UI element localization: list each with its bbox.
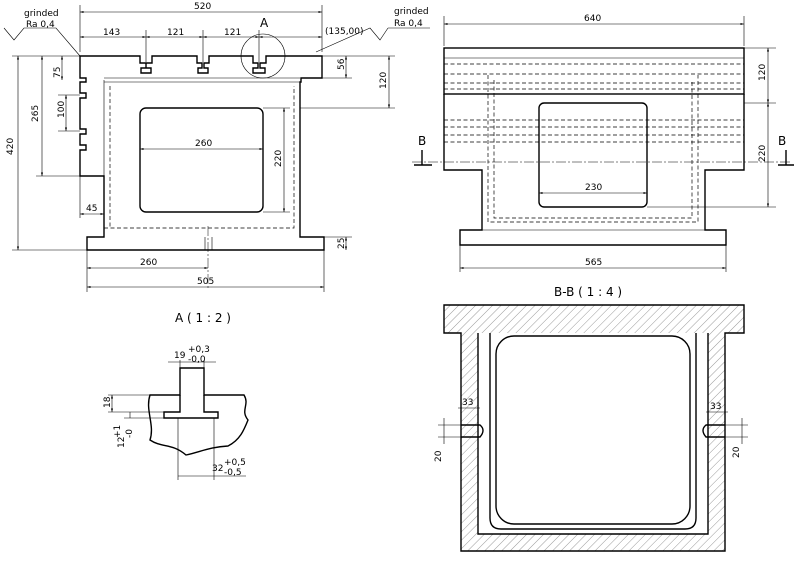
detail-a-neck: 12 [117,437,127,448]
section-bb: B-B ( 1 : 4 ) 33 33 20 20 [434,285,748,552]
detail-a-neck-lower: -0 [125,429,135,438]
dim-wall-45: 45 [86,204,97,214]
dim-side-width: 640 [584,14,601,24]
detail-a-neck-upper: +1 [113,425,123,438]
section-bb-right-depth: 33 [710,402,721,412]
detail-a-tslot [163,395,219,419]
dim-height-100: 100 [57,101,67,118]
detail-a-slot-width: 19 [174,351,186,361]
section-mark-right: B [778,134,786,148]
dim-base-half: 260 [140,258,157,268]
section-mark-left: B [418,134,426,148]
section-bb-window [495,335,691,525]
section-bb-left-height: 20 [434,450,444,462]
dim-height-120: 120 [379,72,389,89]
surface-note-right: grinded [394,7,429,17]
front-hidden-cavity [104,86,295,229]
dim-overall-width: 520 [194,2,211,12]
detail-a-slot-width-upper: +0,3 [188,345,210,355]
detail-a-section [147,367,249,456]
detail-a-base-width: 32 [212,464,223,474]
detail-a-base-lower: -0,5 [224,468,242,478]
surface-roughness-left: Ra 0,4 [26,20,55,30]
dim-base-25: 25 [337,238,347,249]
dim-slot-spacing-2: 121 [167,28,184,38]
dim-height-265: 265 [31,105,41,122]
dim-window-width: 260 [195,139,212,149]
section-bb-slot-left [461,424,484,438]
front-window [139,107,264,213]
detail-a-depth: 18 [103,396,113,408]
section-bb-cavity [489,333,697,530]
side-hidden-cavity-inner [493,80,693,219]
surface-roughness-right: Ra 0,4 [394,19,423,29]
dim-slot-spacing-3: 121 [224,28,241,38]
section-bb-right-height: 20 [732,446,742,458]
surface-note-left: grinded [24,9,59,19]
detail-a-marker: A [260,16,269,30]
front-view-outline [79,55,325,251]
dim-height-56: 56 [337,58,347,70]
front-base-slot [204,237,213,250]
section-bb-slot-right [702,424,725,438]
side-hidden-cavity [487,75,699,223]
detail-a: A ( 1 : 2 ) 19 +0,3 -0,0 18 12 +1 -0 32 … [103,311,249,480]
dim-side-120: 120 [758,64,768,81]
dim-side-220: 220 [758,145,768,162]
detail-a-slot-width-lower: -0,0 [188,355,206,365]
section-bb-left-depth: 33 [462,398,473,408]
dim-height-75: 75 [53,67,63,78]
dim-window-230: 230 [585,183,602,193]
side-view: B B 640 120 220 230 565 [412,14,794,272]
dim-slot-spacing-1: 143 [103,28,120,38]
section-bb-hatch [444,305,744,551]
front-view: A 520 143 121 121 (135,00) grinded Ra 0,… [3,2,430,292]
dim-base-width: 505 [197,277,214,287]
section-bb-wall-inner [477,333,709,535]
dim-height-420: 420 [6,138,16,155]
detail-a-circle [240,33,286,79]
detail-a-base-upper: +0,5 [224,458,246,468]
side-body-outline [443,94,745,246]
section-bb-title: B-B ( 1 : 4 ) [554,285,622,299]
detail-a-title: A ( 1 : 2 ) [175,311,231,325]
section-arrow-right [778,150,794,166]
dim-base-565: 565 [585,258,602,268]
surface-finish-symbol-right [315,27,389,53]
dim-height-220: 220 [274,150,284,167]
side-top-plate [443,47,745,95]
surface-finish-symbol-left [3,27,81,57]
dim-right-offset: (135,00) [325,27,364,37]
side-window [538,102,648,208]
section-arrow-left [414,150,432,166]
section-bb-outline [443,304,745,552]
